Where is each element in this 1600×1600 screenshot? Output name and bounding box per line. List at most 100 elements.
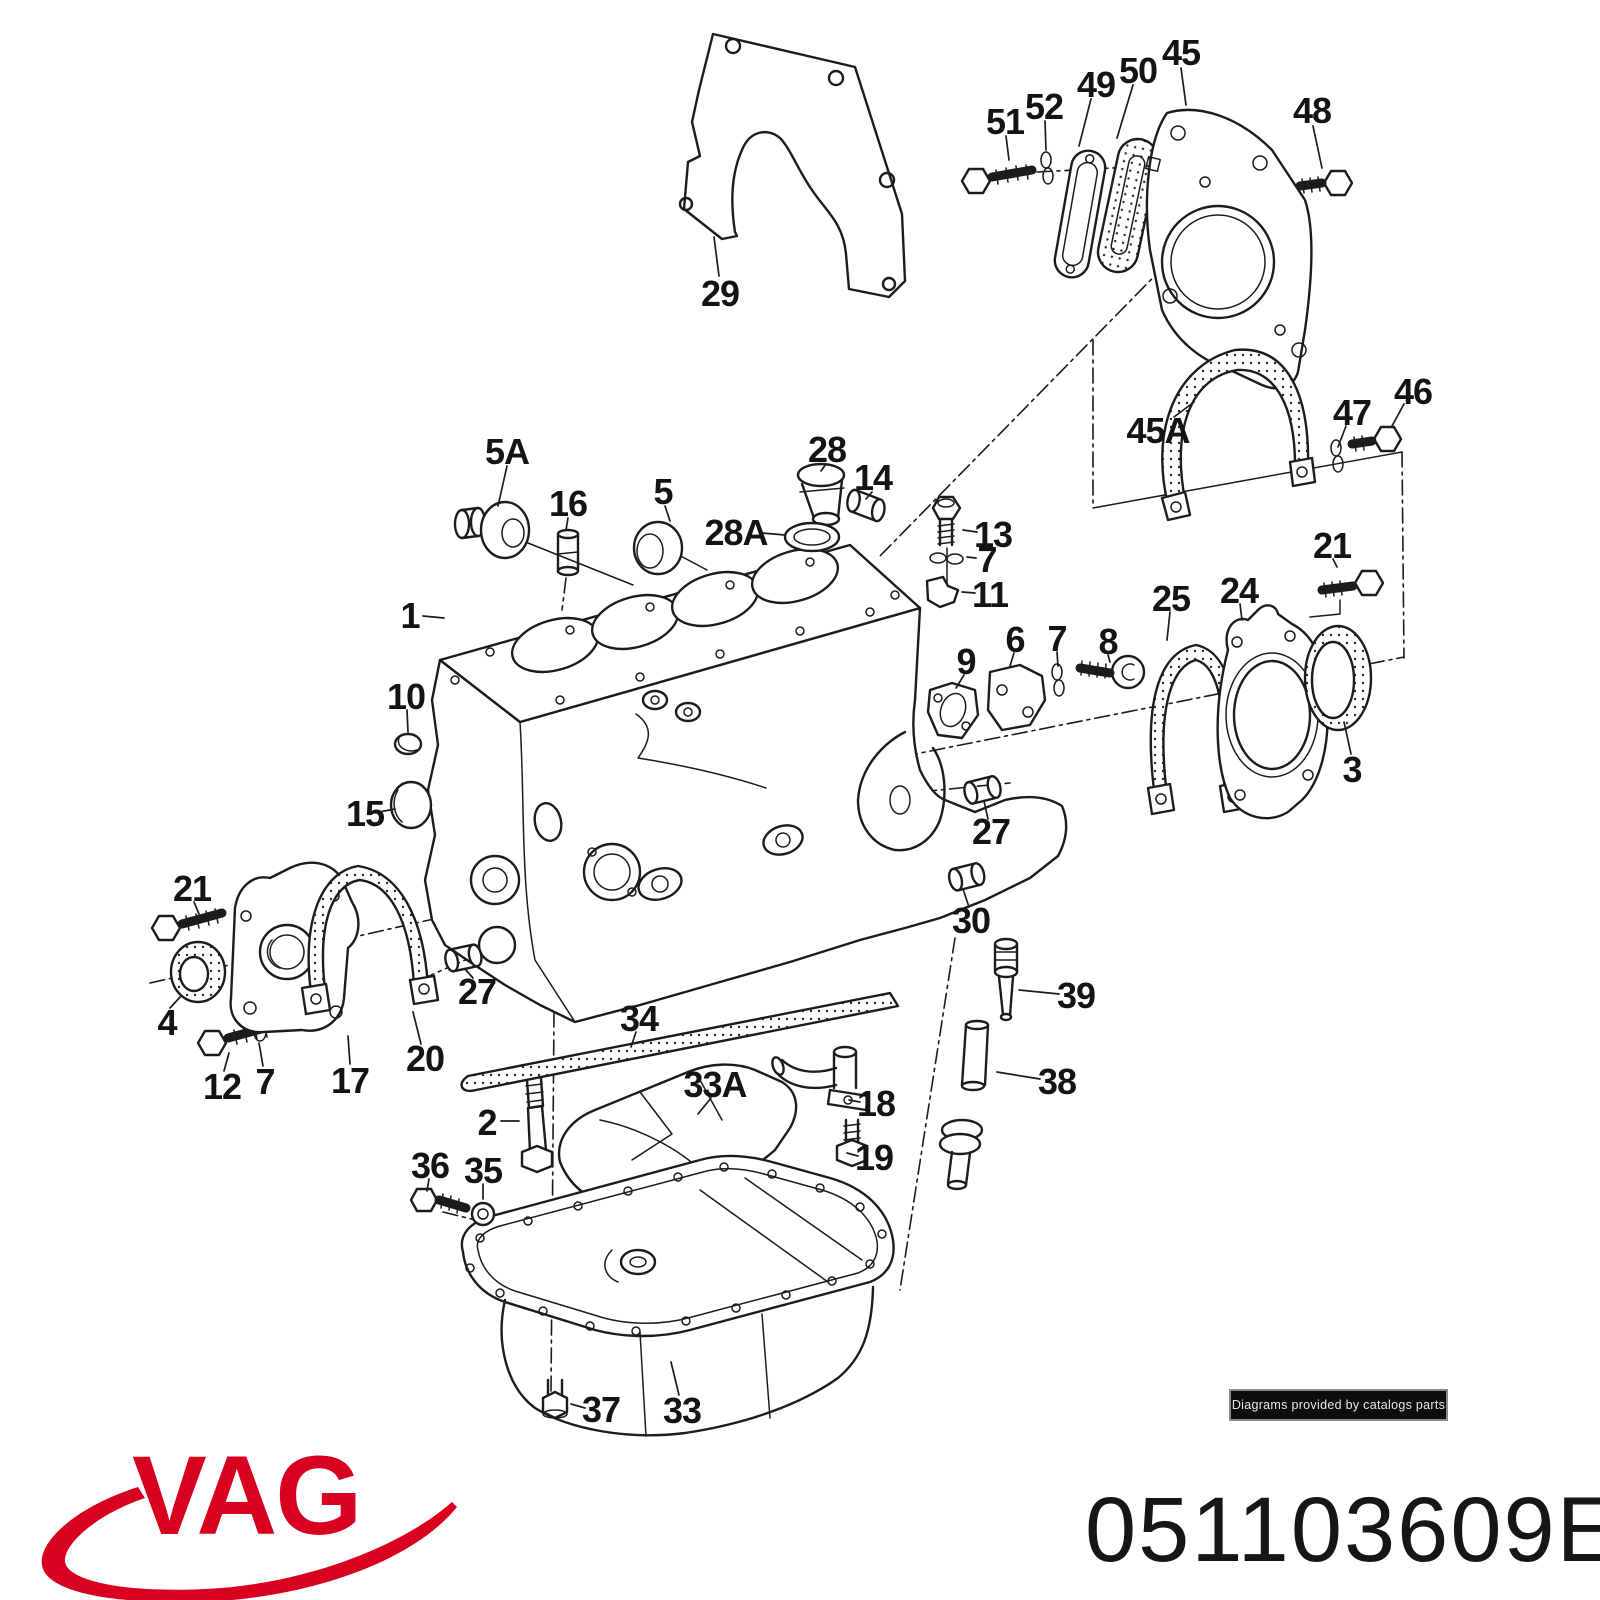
- part-number: 051103609E: [1085, 1479, 1600, 1581]
- part-label-12: 12: [203, 1066, 241, 1107]
- part-label-21L: 21: [173, 868, 212, 909]
- part-label-17: 17: [331, 1060, 369, 1101]
- dowel-stud-16: [556, 528, 580, 577]
- part-label-29: 29: [701, 273, 739, 314]
- part-label-38: 38: [1038, 1061, 1076, 1102]
- gasket-49: [1053, 149, 1107, 279]
- part-label-52: 52: [1025, 86, 1063, 127]
- vag-logo-text: VAG: [132, 1433, 360, 1558]
- part-label-2: 2: [477, 1102, 496, 1143]
- part-label-20: 20: [406, 1038, 444, 1079]
- part-label-9: 9: [956, 641, 975, 682]
- dowel-27b: [963, 775, 1002, 805]
- part-label-50: 50: [1119, 50, 1157, 91]
- rear-seal-flange-24: [1216, 604, 1329, 820]
- provider-badge: Diagrams provided by catalogs parts: [1229, 1389, 1448, 1421]
- part-label-39: 39: [1057, 975, 1095, 1016]
- part-label-7a: 7: [977, 539, 996, 580]
- clip-7b: [1051, 663, 1065, 697]
- bolt-46: [1347, 425, 1403, 453]
- part-label-8: 8: [1098, 621, 1117, 662]
- core-plug-10: [393, 732, 423, 756]
- part-label-7b: 7: [1047, 618, 1066, 659]
- part-label-19: 19: [855, 1137, 893, 1178]
- part-label-25: 25: [1152, 578, 1191, 619]
- leader-lines: [169, 67, 1405, 1409]
- rear-flange-plate-45: [1144, 108, 1313, 390]
- intermediate-plate-29: [678, 32, 907, 299]
- drain-plug-37: [541, 1378, 569, 1420]
- dipstick-tube-38: [938, 1019, 990, 1191]
- bolt-36: [409, 1187, 471, 1214]
- bolt-13: [931, 495, 962, 547]
- bearing-cap-5: [632, 520, 684, 576]
- crankshaft-seal-3: [1303, 624, 1373, 732]
- part-label-11: 11: [972, 574, 1009, 615]
- o-ring-28A: [783, 521, 841, 553]
- part-label-21R: 21: [1313, 525, 1352, 566]
- clip-47: [1330, 439, 1344, 473]
- part-label-7c: 7: [255, 1061, 274, 1102]
- part-label-33: 33: [663, 1390, 701, 1431]
- part-label-13: 13: [974, 514, 1012, 555]
- part-label-46: 46: [1394, 371, 1432, 412]
- thermostat-connector-28: [796, 462, 846, 527]
- part-label-35: 35: [464, 1150, 503, 1191]
- dipstick-funnel-39: [993, 937, 1019, 1022]
- bolt-19: [835, 1118, 869, 1168]
- part-label-45: 45: [1162, 32, 1201, 73]
- part-label-30: 30: [952, 900, 990, 941]
- part-label-6: 6: [1005, 619, 1024, 660]
- washer-35: [470, 1201, 496, 1227]
- part-label-24: 24: [1220, 570, 1259, 611]
- bolt-48: [1295, 169, 1354, 197]
- clip-52: [1040, 151, 1054, 185]
- part-label-48: 48: [1293, 90, 1331, 131]
- part-label-15: 15: [346, 793, 385, 834]
- gasket-45A: [1160, 348, 1317, 522]
- part-label-14: 14: [854, 457, 893, 498]
- part-label-33A: 33A: [683, 1064, 747, 1105]
- part-label-28A: 28A: [704, 512, 768, 553]
- plug-14: [846, 488, 886, 523]
- vag-logo-swoosh: [41, 1487, 457, 1600]
- gasket-9: [926, 681, 980, 740]
- part-label-5A: 5A: [485, 431, 530, 472]
- part-label-37: 37: [582, 1389, 620, 1430]
- vag-logo: VAG: [41, 1433, 457, 1600]
- cover-plate-6: [986, 663, 1047, 732]
- cylinder-block-1: [423, 543, 1068, 1024]
- part-label-28: 28: [808, 429, 846, 470]
- part-label-47: 47: [1333, 392, 1371, 433]
- part-label-36: 36: [411, 1145, 449, 1186]
- part-label-49: 49: [1077, 64, 1115, 105]
- bolt-21-left: [150, 908, 227, 942]
- part-label-5: 5: [653, 471, 673, 512]
- bolt-51: [960, 164, 1037, 195]
- part-label-3: 3: [1342, 749, 1361, 790]
- dowel-30: [947, 862, 986, 892]
- part-label-34: 34: [620, 998, 659, 1039]
- part-label-1: 1: [400, 595, 420, 636]
- core-plug-15: [389, 780, 433, 830]
- bolt-8: [1075, 654, 1146, 690]
- sealing-plug-5A: [453, 500, 531, 560]
- front-crank-seal-4: [169, 940, 227, 1004]
- front-cover-gasket-20: [300, 864, 440, 1016]
- part-label-10: 10: [387, 676, 425, 717]
- part-label-51: 51: [986, 101, 1025, 142]
- oil-pan-33: [460, 1154, 895, 1437]
- part-label-4: 4: [157, 1002, 177, 1043]
- part-label-18: 18: [857, 1083, 895, 1124]
- bracket-11: [925, 575, 960, 609]
- bolt-2: [520, 1076, 554, 1174]
- bolt-21-right: [1309, 569, 1385, 618]
- part-label-27b: 27: [972, 811, 1010, 852]
- part-label-16: 16: [549, 483, 587, 524]
- part-label-27a: 27: [458, 971, 496, 1012]
- oil-pan-gasket-34: [460, 991, 900, 1093]
- clip-7a: [929, 552, 964, 565]
